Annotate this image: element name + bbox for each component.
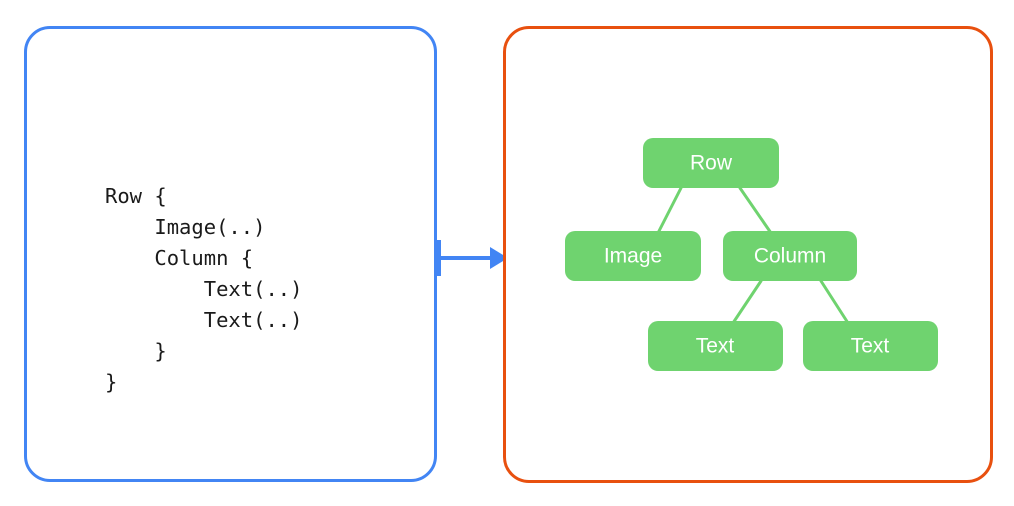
tree-node-text-2[interactable]: Text [803, 321, 938, 371]
code-snippet: Row { Image(..) Column { Text(..) Text(.… [105, 184, 303, 394]
tree-node-image[interactable]: Image [565, 231, 701, 281]
node-row-rect [643, 138, 779, 188]
compiles-to-arrow [436, 238, 510, 278]
tree-node-row[interactable]: Row [643, 138, 779, 188]
edge-column-text1 [731, 279, 763, 325]
node-text1-rect [648, 321, 783, 371]
edge-column-text2 [819, 279, 850, 325]
node-column-label: Column [754, 245, 826, 268]
node-row-label: Row [690, 152, 733, 175]
node-text1-label: Text [696, 335, 735, 358]
node-column-rect [723, 231, 857, 281]
tree-panel: Row Image Column Text Text [503, 26, 993, 483]
node-image-rect [565, 231, 701, 281]
component-tree: Row Image Column Text Text [565, 138, 938, 371]
node-text2-rect [803, 321, 938, 371]
tree-edges [656, 186, 850, 325]
node-text2-label: Text [851, 335, 890, 358]
edge-row-image [656, 186, 683, 235]
tree-node-column[interactable]: Column [723, 231, 857, 281]
code-panel: Row { Image(..) Column { Text(..) Text(.… [24, 26, 437, 482]
edge-row-column [738, 186, 773, 235]
node-image-label: Image [604, 245, 662, 268]
tree-node-text-1[interactable]: Text [648, 321, 783, 371]
